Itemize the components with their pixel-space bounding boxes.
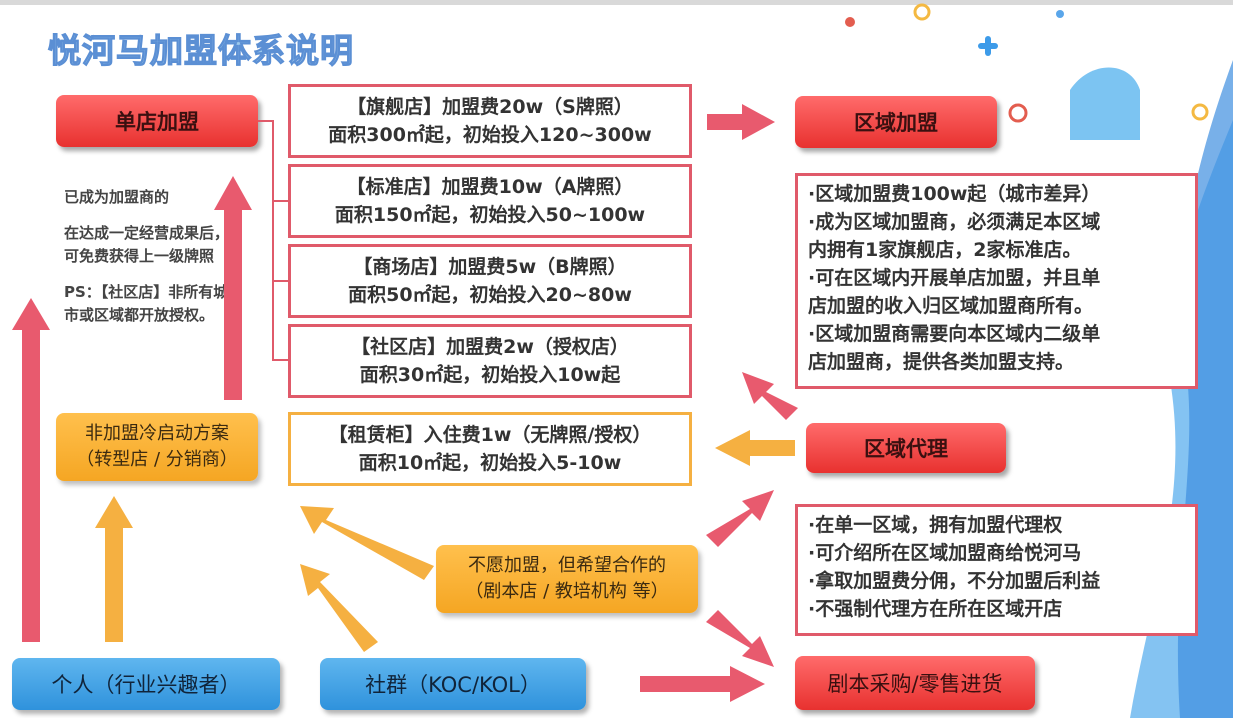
connector-tier-4 [272,359,289,361]
store-tier-line: 【标准店】加盟费10w（A牌照） [346,176,634,198]
cold-start-line-2: （转型店 / 分销商） [76,449,238,470]
note-line-1: 已成为加盟商的 [64,188,170,206]
top-bar [0,0,1233,5]
regional-agent-points: ·在单一区域，拥有加盟代理权 ·可介绍所在区域加盟商给悦河马 ·拿取加盟费分佣，… [795,504,1198,636]
regional-agent-box: 区域代理 [806,423,1006,473]
store-tier-flagship: 【旗舰店】加盟费20w（S牌照） 面积300㎡起，初始投入120~300w [288,84,692,158]
regional-point: ·可在区域内开展单店加盟，并且单 [808,267,1101,289]
agent-point: ·在单一区域，拥有加盟代理权 [808,514,1063,536]
store-tier-line: 面积50㎡起，初始投入20~80w [348,284,632,306]
purchase-box: 剧本采购/零售进货 [795,656,1035,710]
community-box: 社群（KOC/KOL） [320,658,586,710]
cloud-shape [1070,67,1140,140]
ring-yellow-icon-2 [1191,103,1209,121]
regional-point: ·区域加盟商需要向本区域内二级单 [808,323,1101,345]
regional-point: 店加盟商，提供各类加盟支持。 [808,351,1075,373]
arrow-right-regional-icon [707,104,775,140]
rental-locker-line: 面积10㎡起，初始投入5-10w [358,452,622,474]
regional-point: ·成为区域加盟商，必须满足本区域 [808,211,1101,233]
regional-franchise-points: ·区域加盟费100w起（城市差异） ·成为区域加盟商，必须满足本区域 内拥有1家… [795,173,1198,389]
page-title: 悦河马加盟体系说明 [47,30,354,70]
dot-blue-icon [1056,10,1064,18]
arrow-up-orange-icon [95,496,133,642]
cooperation-line-2: （剧本店 / 教培机构 等） [465,581,669,602]
store-tier-line: 面积150㎡起，初始投入50~100w [334,204,646,226]
dot-red-icon [845,17,855,27]
store-tier-line: 面积30㎡起，初始投入10w起 [359,364,621,386]
ring-red-icon [1008,103,1028,123]
cold-start-box: 非加盟冷启动方案 （转型店 / 分销商） [56,413,258,481]
arrow-up-left-cooperation-icon [300,506,434,580]
cold-start-line-1: 非加盟冷启动方案 [85,423,229,444]
rental-locker-line: 【租赁柜】入住费1w（无牌照/授权） [328,424,652,446]
store-tier-standard: 【标准店】加盟费10w（A牌照） 面积150㎡起，初始投入50~100w [288,164,692,238]
arrow-up-right-agent-icon [706,490,774,547]
regional-point: 内拥有1家旗舰店，2家标准店。 [808,239,1082,261]
note-line-2: 在达成一定经营成果后，可免费获得上一级牌照 [64,224,230,265]
arrow-left-locker-icon [715,430,795,466]
regional-point: 店加盟的收入归区域加盟商所有。 [808,295,1094,317]
store-tier-line: 【旗舰店】加盟费20w（S牌照） [347,96,633,118]
ring-yellow-icon [913,3,931,21]
plus-icon [978,36,998,56]
arrow-up-upgrade-icon [214,176,252,400]
agent-point: ·可介绍所在区域加盟商给悦河马 [808,542,1082,564]
store-tier-line: 【社区店】加盟费2w（授权店） [351,336,629,358]
upgrade-note: 已成为加盟商的 在达成一定经营成果后，可免费获得上一级牌照 PS：【社区店】非所… [64,186,234,340]
arrow-up-left-agent-icon [742,372,798,420]
arrow-right-purchase-icon [640,666,765,702]
agent-point: ·拿取加盟费分佣，不分加盟后利益 [808,570,1101,592]
store-tier-line: 【商场店】加盟费5w（B牌照） [353,256,627,278]
single-store-franchise-box: 单店加盟 [56,95,258,147]
cooperation-box: 不愿加盟，但希望合作的 （剧本店 / 教培机构 等） [436,545,698,613]
arrow-down-right-purchase-icon [706,610,774,667]
connector-tier-2 [272,200,289,202]
connector-h [258,120,273,122]
store-tier-line: 面积300㎡起，初始投入120~300w [328,124,652,146]
store-tier-mall: 【商场店】加盟费5w（B牌照） 面积50㎡起，初始投入20~80w [288,244,692,318]
rental-locker-box: 【租赁柜】入住费1w（无牌照/授权） 面积10㎡起，初始投入5-10w [288,412,692,486]
note-line-3: PS：【社区店】非所有城市或区域都开放授权。 [64,283,229,324]
connector-tier-3 [272,280,289,282]
store-tier-community: 【社区店】加盟费2w（授权店） 面积30㎡起，初始投入10w起 [288,324,692,398]
arrow-up-left-community-icon [300,564,378,652]
agent-point: ·不强制代理方在所在区域开店 [808,598,1063,620]
arrow-up-individual-icon [12,298,50,642]
regional-point: ·区域加盟费100w起（城市差异） [808,183,1101,205]
cooperation-line-1: 不愿加盟，但希望合作的 [468,555,666,576]
regional-franchise-box: 区域加盟 [795,96,997,148]
connector-v [272,120,274,360]
individual-box: 个人（行业兴趣者） [12,658,280,710]
